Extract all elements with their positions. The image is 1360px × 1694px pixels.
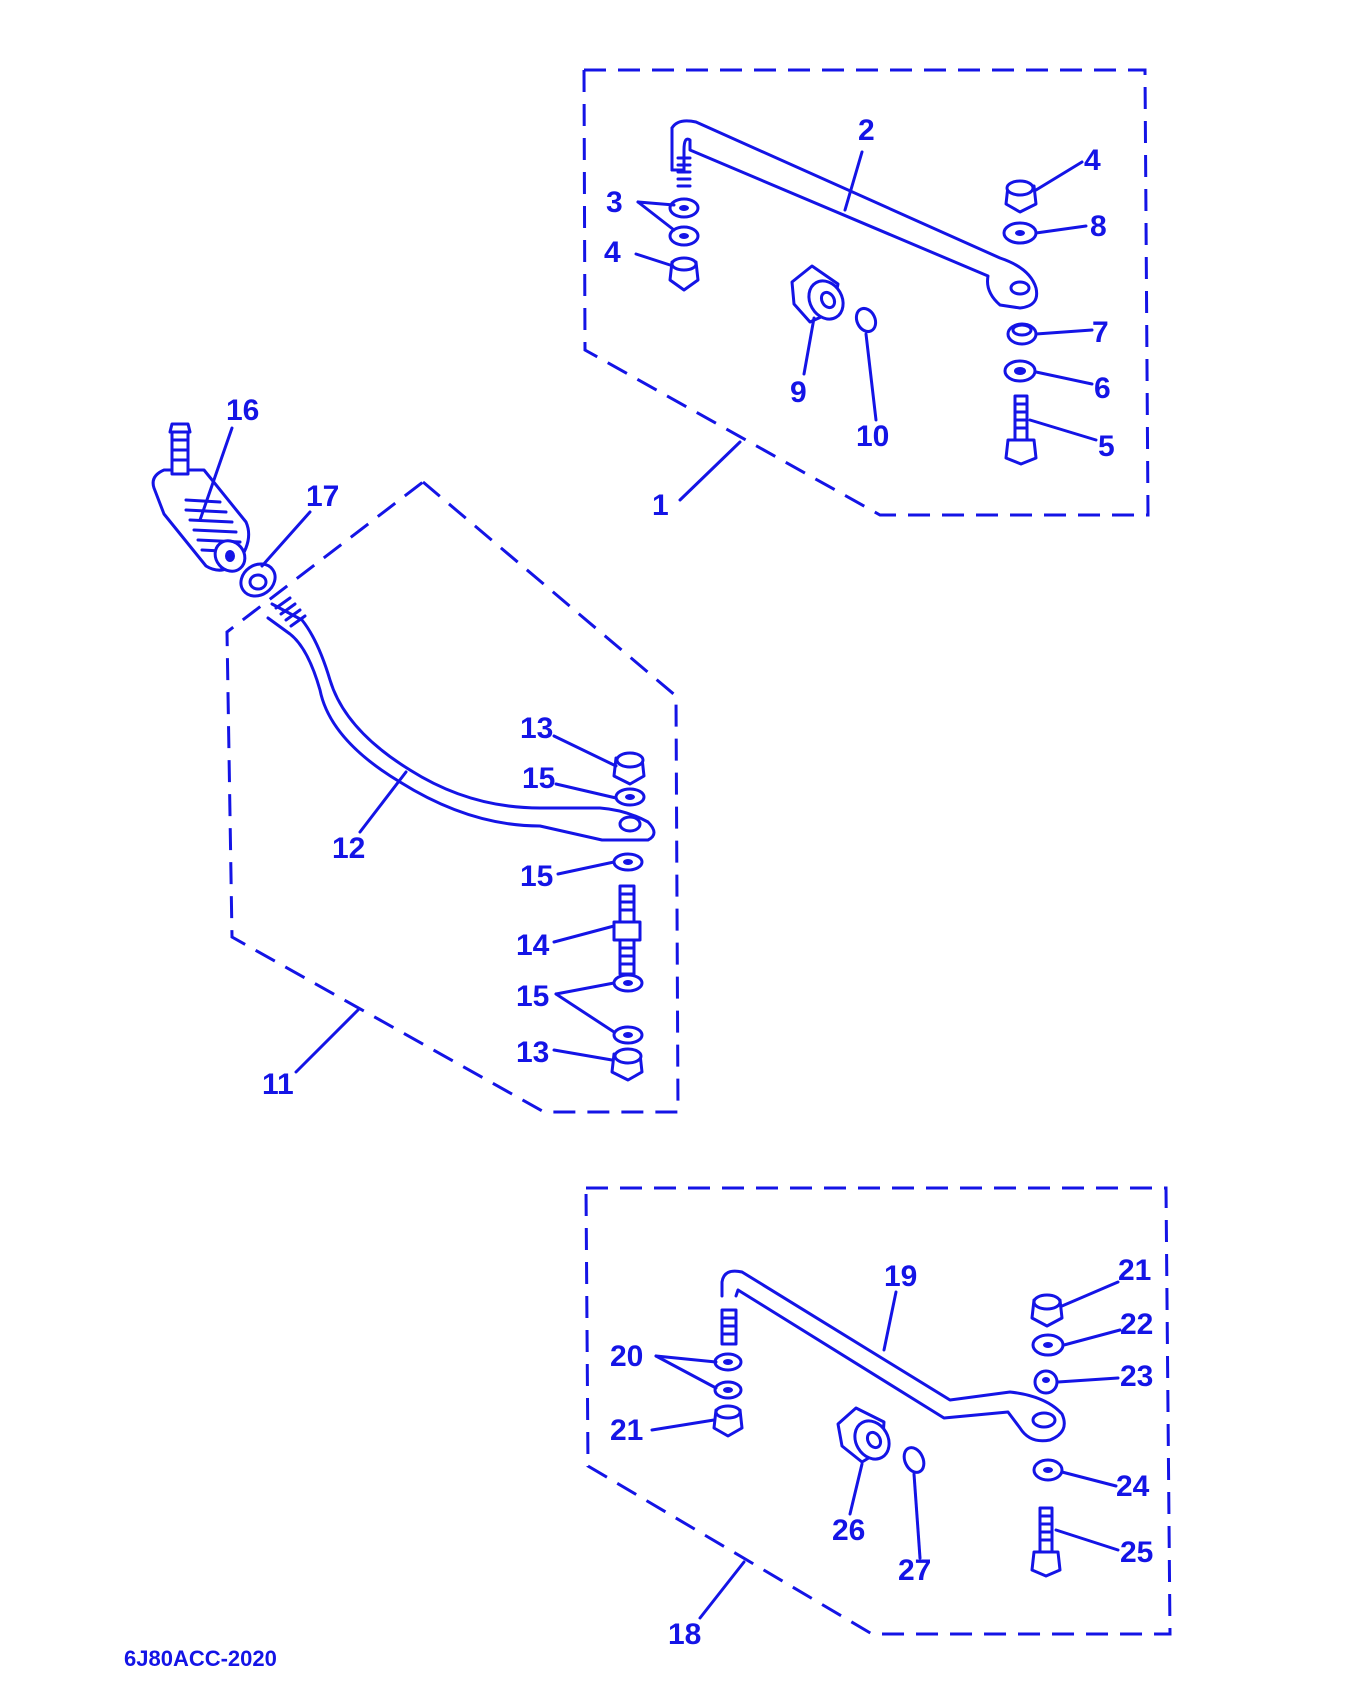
part-12-tie-rod bbox=[266, 602, 656, 842]
part-25-bolt bbox=[1030, 1506, 1062, 1578]
callout-1: 1 bbox=[652, 489, 669, 522]
callout-15-top: 15 bbox=[522, 762, 555, 795]
callout-11: 11 bbox=[262, 1068, 294, 1101]
callout-4-left: 4 bbox=[604, 236, 621, 269]
part-9-bushing bbox=[790, 264, 845, 324]
part-5-bolt bbox=[1004, 394, 1038, 466]
callout-22: 22 bbox=[1120, 1308, 1153, 1341]
group-1-leaders bbox=[634, 150, 1098, 502]
drawing-code: 6J80ACC-2020 bbox=[124, 1646, 277, 1671]
part-2-thread bbox=[676, 156, 692, 188]
callout-15-lower: 15 bbox=[516, 980, 549, 1013]
callout-24: 24 bbox=[1116, 1470, 1150, 1503]
callout-4-right: 4 bbox=[1084, 144, 1101, 177]
part-26-bushing bbox=[836, 1406, 891, 1464]
callout-3: 3 bbox=[606, 186, 623, 219]
callout-20: 20 bbox=[610, 1340, 643, 1373]
callout-5: 5 bbox=[1098, 430, 1115, 463]
group-18-leaders bbox=[650, 1280, 1122, 1620]
group-1-boundary bbox=[582, 68, 1150, 517]
callout-13-bottom: 13 bbox=[516, 1036, 549, 1069]
assembly-group-1: 2 3 4 4 8 7 6 5 9 10 1 bbox=[582, 68, 1150, 522]
group-11-boundary bbox=[225, 480, 680, 1114]
part-14-stud bbox=[612, 884, 642, 976]
part-19-thread bbox=[720, 1308, 738, 1346]
assembly-group-18: 19 20 21 21 22 23 24 25 26 27 18 bbox=[584, 1186, 1172, 1651]
callout-27: 27 bbox=[898, 1554, 931, 1587]
callout-16: 16 bbox=[226, 394, 259, 427]
group-11-leaders bbox=[198, 426, 618, 1074]
callout-9: 9 bbox=[790, 376, 807, 409]
part-19-rod bbox=[720, 1269, 1066, 1443]
part-12-thread bbox=[274, 596, 307, 628]
callout-25: 25 bbox=[1120, 1536, 1153, 1569]
part-10-o-ring bbox=[854, 306, 878, 334]
callout-2: 2 bbox=[858, 114, 875, 147]
group-18-boundary bbox=[584, 1186, 1172, 1636]
callout-15-mid: 15 bbox=[520, 860, 553, 893]
assembly-group-11: 16 17 13 15 12 15 14 15 13 11 bbox=[151, 394, 680, 1114]
callout-26: 26 bbox=[832, 1514, 865, 1547]
callout-19: 19 bbox=[884, 1260, 917, 1293]
part-17-nut bbox=[239, 562, 277, 598]
callout-13-top: 13 bbox=[520, 712, 553, 745]
callout-12: 12 bbox=[332, 832, 365, 865]
callout-7: 7 bbox=[1092, 316, 1109, 349]
part-27-o-ring bbox=[902, 1446, 926, 1474]
callout-10: 10 bbox=[856, 420, 889, 453]
callout-18: 18 bbox=[668, 1618, 701, 1651]
part-16-tie-rod-end bbox=[151, 422, 251, 573]
callout-6: 6 bbox=[1094, 372, 1111, 405]
callout-14: 14 bbox=[516, 929, 550, 962]
callout-17: 17 bbox=[306, 480, 339, 513]
part-2-rod bbox=[670, 119, 1039, 310]
callout-21-right: 21 bbox=[1118, 1254, 1151, 1287]
callout-8: 8 bbox=[1090, 210, 1107, 243]
callout-21-left: 21 bbox=[610, 1414, 643, 1447]
callout-23: 23 bbox=[1120, 1360, 1153, 1393]
